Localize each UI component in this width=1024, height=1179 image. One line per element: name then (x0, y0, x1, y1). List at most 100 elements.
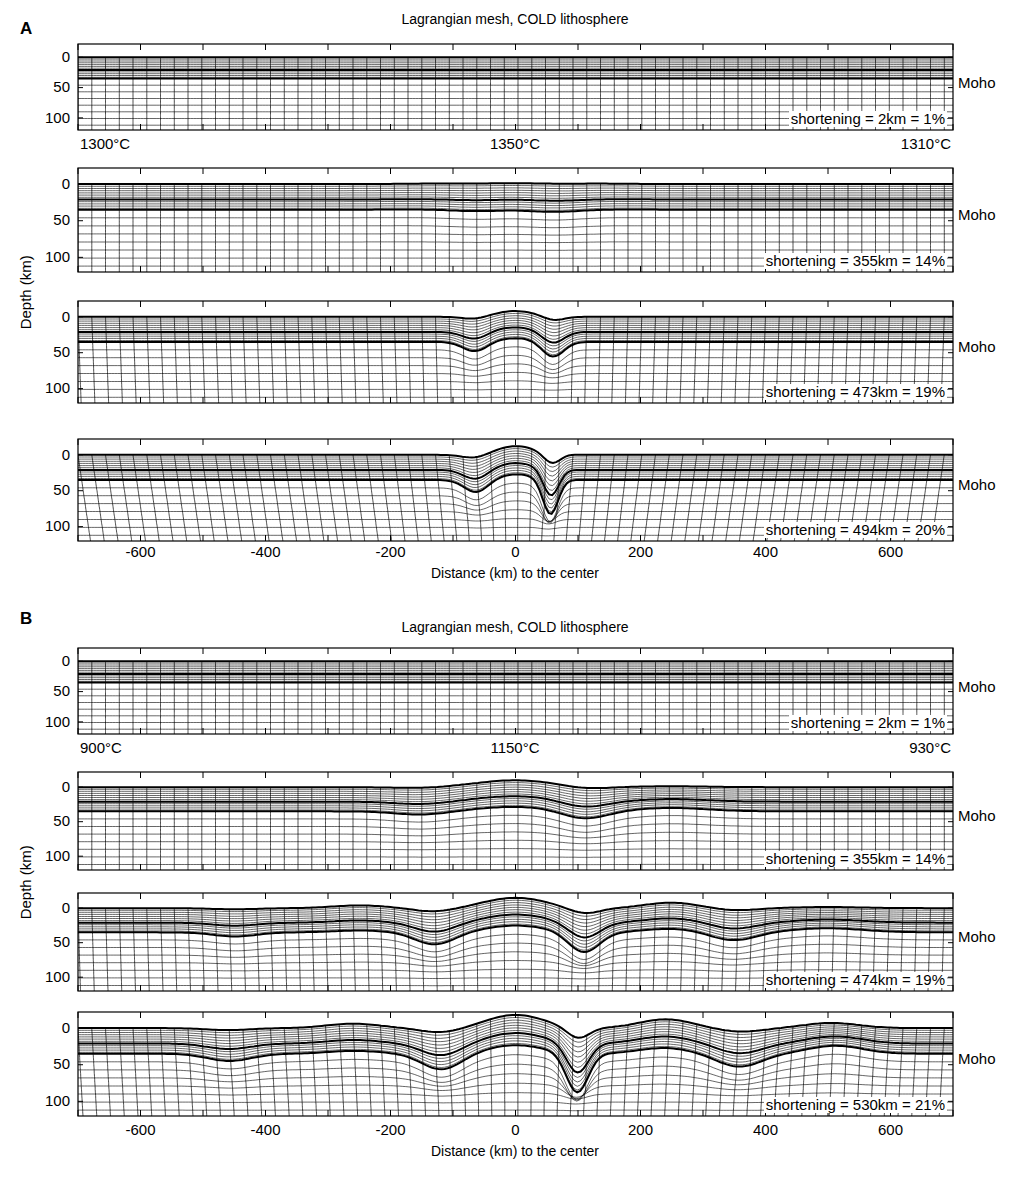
mesh-panel (78, 57, 953, 130)
mesh-line (161, 1028, 167, 1116)
panel-letter: A (20, 20, 32, 39)
axis-tick (203, 893, 204, 899)
mesh-line (284, 908, 287, 991)
mesh-line (216, 455, 232, 541)
axis-tick (140, 772, 141, 778)
mesh-line (545, 57, 546, 130)
axis-tick (948, 316, 953, 317)
axis-tick (453, 301, 454, 307)
axis-tick (390, 772, 391, 778)
axis-tick (515, 728, 516, 734)
axis-tick (640, 864, 641, 870)
axis-tick (948, 821, 953, 822)
mesh-line (518, 661, 519, 734)
mesh-line (380, 787, 381, 870)
mesh-line (174, 661, 175, 734)
mesh-line (623, 1025, 628, 1116)
mesh-line (381, 1026, 387, 1116)
axis-tick (78, 117, 83, 118)
axis-tick (78, 772, 79, 778)
mesh-line (78, 815, 953, 826)
mesh-line (552, 460, 559, 541)
mesh-line (78, 668, 953, 669)
mesh-line (732, 1031, 738, 1116)
axis-tick (578, 648, 579, 654)
mesh-line (600, 57, 601, 130)
mesh-line (710, 57, 711, 130)
axis-tick (265, 124, 266, 130)
mesh-line (78, 241, 953, 243)
axis-tick (265, 648, 266, 654)
mesh-line (641, 184, 642, 272)
axis-tick (203, 1110, 204, 1116)
mesh-line (174, 908, 177, 991)
axis-tick (265, 439, 266, 445)
axis-tick (828, 648, 829, 654)
axis-tick (703, 168, 704, 174)
mesh-line (215, 661, 216, 734)
mesh-line (106, 908, 109, 991)
mesh-line (119, 184, 120, 272)
mesh-line (271, 455, 287, 541)
mesh-line (147, 455, 163, 541)
mesh-line (559, 785, 560, 870)
layer-boundary (78, 1045, 953, 1092)
mesh-line (78, 675, 953, 676)
mesh-line (133, 908, 136, 991)
mesh-line (78, 952, 953, 966)
mesh-line (558, 320, 560, 403)
mesh-line (449, 1031, 453, 1116)
mesh-line (78, 337, 953, 355)
axis-tick (78, 526, 83, 527)
mesh-line (723, 455, 738, 541)
mesh-line (105, 184, 106, 272)
axis-tick (890, 772, 891, 778)
axis-tick (140, 168, 141, 174)
mesh-line (724, 184, 725, 272)
mesh-line (229, 661, 230, 734)
mesh-line (600, 661, 601, 734)
axis-tick (140, 397, 141, 403)
mesh-panel (78, 898, 953, 991)
axis-tick (328, 535, 329, 541)
mesh-line (531, 661, 532, 734)
axis-tick (515, 397, 516, 403)
mesh-line (78, 919, 953, 944)
axis-tick (703, 864, 704, 870)
mesh-line (284, 57, 285, 130)
axis-tick (453, 893, 454, 899)
axis-tick (890, 1012, 891, 1018)
mesh-line (78, 71, 953, 72)
mesh-line (518, 183, 519, 272)
axis-tick (703, 728, 704, 734)
axis-tick (265, 728, 266, 734)
mesh-line (709, 455, 724, 541)
mesh-line (577, 455, 587, 541)
x-tick-label: -400 (250, 1122, 280, 1139)
axis-tick (78, 1110, 79, 1116)
axis-tick (265, 535, 266, 541)
mesh-line (683, 57, 684, 130)
axis-tick (203, 728, 204, 734)
mesh-line (436, 317, 439, 403)
temperature-label: 1350°C (490, 136, 540, 153)
mesh-line (339, 661, 340, 734)
axis-tick (948, 691, 953, 692)
mesh-line (504, 183, 505, 272)
axis-tick (78, 168, 79, 174)
mesh-line (531, 183, 532, 272)
moho-label: Moho (958, 679, 996, 696)
axis-tick (948, 721, 953, 722)
mesh-panel (78, 1015, 953, 1116)
mesh-line (559, 661, 560, 734)
mesh-line (518, 57, 519, 130)
mesh-line (78, 61, 953, 62)
mesh-line (625, 907, 628, 991)
mesh-line (188, 455, 204, 541)
mesh-line (78, 824, 953, 833)
mesh-line (133, 787, 134, 870)
mesh-panel (78, 780, 953, 870)
depth-tick-label: 0 (62, 900, 70, 917)
mesh-panel (78, 311, 953, 403)
axis-tick (78, 352, 83, 353)
